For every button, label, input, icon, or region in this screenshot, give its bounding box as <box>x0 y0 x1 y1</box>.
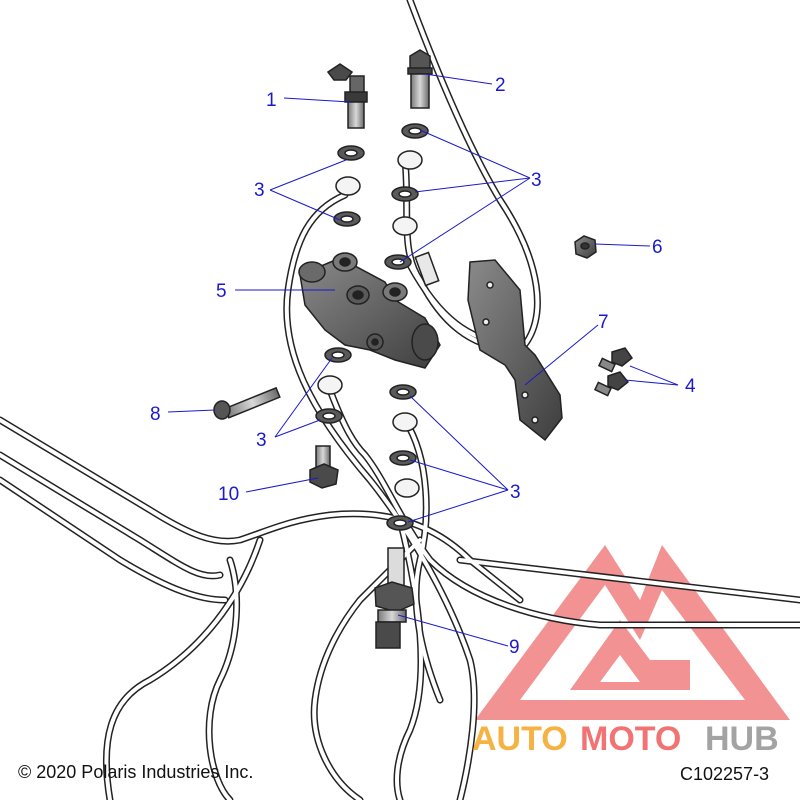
watermark-word-auto: AUTO <box>472 720 568 758</box>
callout-3-left-lower: 3 <box>256 430 267 451</box>
callout-numbers: 1 2 3 3 3 3 4 5 6 7 8 9 10 <box>150 75 696 658</box>
callout-2: 2 <box>495 75 506 96</box>
part-1-bleeder-screw <box>326 63 368 129</box>
part-9-line-fitting <box>374 547 415 649</box>
part-8-long-bolt <box>213 386 281 420</box>
part-3-washers <box>315 123 429 531</box>
part-2-banjo-bolt <box>407 49 433 109</box>
banjo-fittings <box>317 150 440 498</box>
watermark-word-hub: HUB <box>705 720 779 758</box>
washer <box>315 123 429 531</box>
callout-5: 5 <box>216 281 227 302</box>
callout-6: 6 <box>652 237 663 258</box>
part-7-mounting-bracket <box>467 259 563 442</box>
callout-3-right-upper: 3 <box>531 170 542 191</box>
callout-3-right-lower: 3 <box>510 482 521 503</box>
callout-10: 10 <box>218 484 239 505</box>
callout-1: 1 <box>266 90 277 111</box>
callout-9: 9 <box>509 637 520 658</box>
watermark-word-moto: MOTO <box>580 720 681 758</box>
watermark-logo <box>475 545 790 720</box>
part-10-short-bolt <box>309 445 339 489</box>
callout-8: 8 <box>150 404 161 425</box>
part-6-nut <box>574 235 597 259</box>
part-5-brake-junction-block <box>298 252 441 369</box>
figure-code: C102257-3 <box>680 764 770 784</box>
callout-3-left-upper: 3 <box>254 180 265 201</box>
copyright-notice: © 2020 Polaris Industries Inc. <box>18 762 254 782</box>
part-4-screws <box>593 347 634 397</box>
leader-lines <box>167 73 679 647</box>
callout-4: 4 <box>685 376 696 397</box>
watermark-text: AUTO MOTO HUB <box>472 720 779 758</box>
callout-7: 7 <box>598 312 609 333</box>
